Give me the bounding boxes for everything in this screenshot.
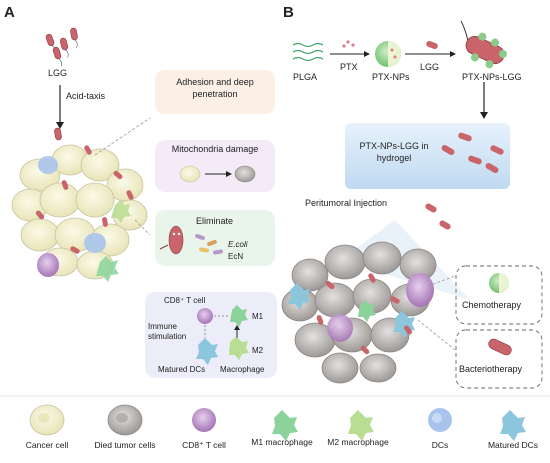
panel-label-a: A (4, 4, 15, 21)
hydrogel-icon (345, 123, 510, 189)
ptx-nps-label: PTX-NPs (372, 72, 410, 82)
legend-m1-macrophage: M1 macrophage (251, 437, 313, 447)
eliminate-label: Eliminate (196, 216, 234, 226)
ptx-nanoparticle-icon (375, 41, 401, 67)
legend-icons (29, 404, 526, 441)
plga-label: PLGA (293, 72, 318, 82)
legend-m2-macrophage: M2 macrophage (327, 437, 389, 447)
m1-label: M1 (252, 312, 264, 321)
legend-cd8-t-cell: CD8⁺ T cell (182, 440, 226, 450)
plga-polymer-icon (292, 42, 324, 62)
bacterium-icon (70, 27, 78, 48)
bacterium-icon (54, 127, 62, 141)
adhesion-label: Adhesion and deep penetration (176, 77, 254, 99)
hydrogel-label: PTX-NPs-LGG in hydrogel (359, 141, 429, 163)
legend-died-tumor-cells: Died tumor cells (94, 440, 156, 450)
bacterium-icon (45, 33, 56, 54)
legend-matured-dcs: Matured DCs (487, 440, 539, 450)
legend-cancer-cell: Cancer cell (25, 440, 69, 450)
tumor-mass-a (11, 144, 148, 282)
chemo-nanoparticle-icon (489, 273, 509, 293)
lgg-label-b: LGG (420, 62, 440, 72)
macrophage-label: Macrophage (220, 365, 265, 374)
lgg-bacteria-group (45, 27, 78, 67)
ptx-nps-lgg-icon (460, 20, 508, 69)
bacterium-mascot-icon (159, 225, 184, 255)
cd8-t-cell-label: CD8⁺ T cell (164, 296, 206, 305)
bacteriotherapy-label: Bacteriotherapy (459, 364, 523, 374)
immune-stimulation-label: Immune stimulation (148, 322, 187, 341)
ptx-nps-lgg-label: PTX-NPs-LGG (462, 72, 522, 82)
ecn-label: EcN (228, 252, 244, 261)
matured-dcs-label: Matured DCs (158, 365, 206, 374)
ecoli-icons (195, 233, 223, 255)
bacterium-icon (52, 46, 63, 67)
ptx-label: PTX (340, 62, 358, 72)
bacterio-icon (488, 338, 512, 356)
panel-label-b: B (283, 4, 294, 21)
bacterium-icon (59, 37, 69, 58)
lgg-label: LGG (48, 68, 68, 78)
mitochondria-label: Mitochondria damage (171, 144, 259, 154)
chemotherapy-label: Chemotherapy (462, 300, 522, 310)
peritumoral-injection-label: Peritumoral Injection (305, 198, 388, 208)
acid-taxis-label: Acid-taxis (66, 91, 106, 101)
legend-dcs: DCs (431, 440, 449, 450)
ecoli-label: E.coli (228, 240, 248, 249)
tumor-mass-b (281, 241, 437, 384)
m2-label: M2 (252, 346, 264, 355)
